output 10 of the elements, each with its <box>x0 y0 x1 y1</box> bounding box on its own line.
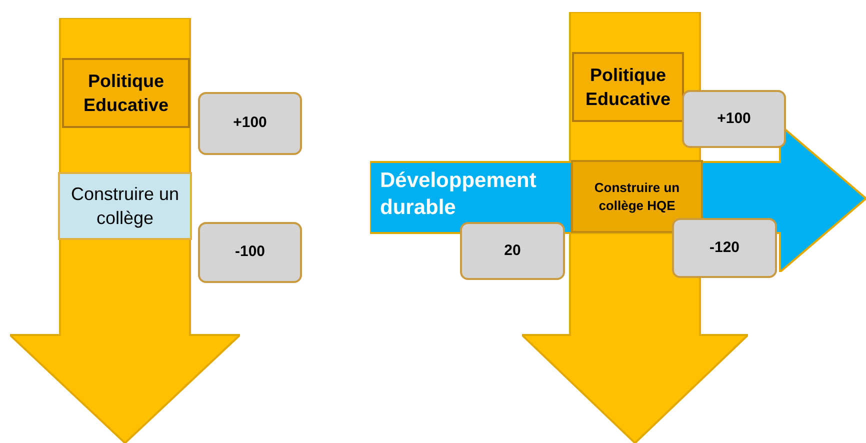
value-box: +100 <box>682 90 786 148</box>
text-box: Construire un collège HQE <box>571 160 703 233</box>
text-box: Politique Educative <box>572 52 684 122</box>
text-box: Politique Educative <box>62 58 190 128</box>
value-box: -100 <box>198 222 302 283</box>
arrow-label: Développement durable <box>380 168 538 221</box>
value-box: +100 <box>198 92 302 155</box>
text-box: Construire un collège <box>58 172 192 240</box>
value-box: 20 <box>460 222 565 280</box>
value-box: -120 <box>672 218 777 278</box>
